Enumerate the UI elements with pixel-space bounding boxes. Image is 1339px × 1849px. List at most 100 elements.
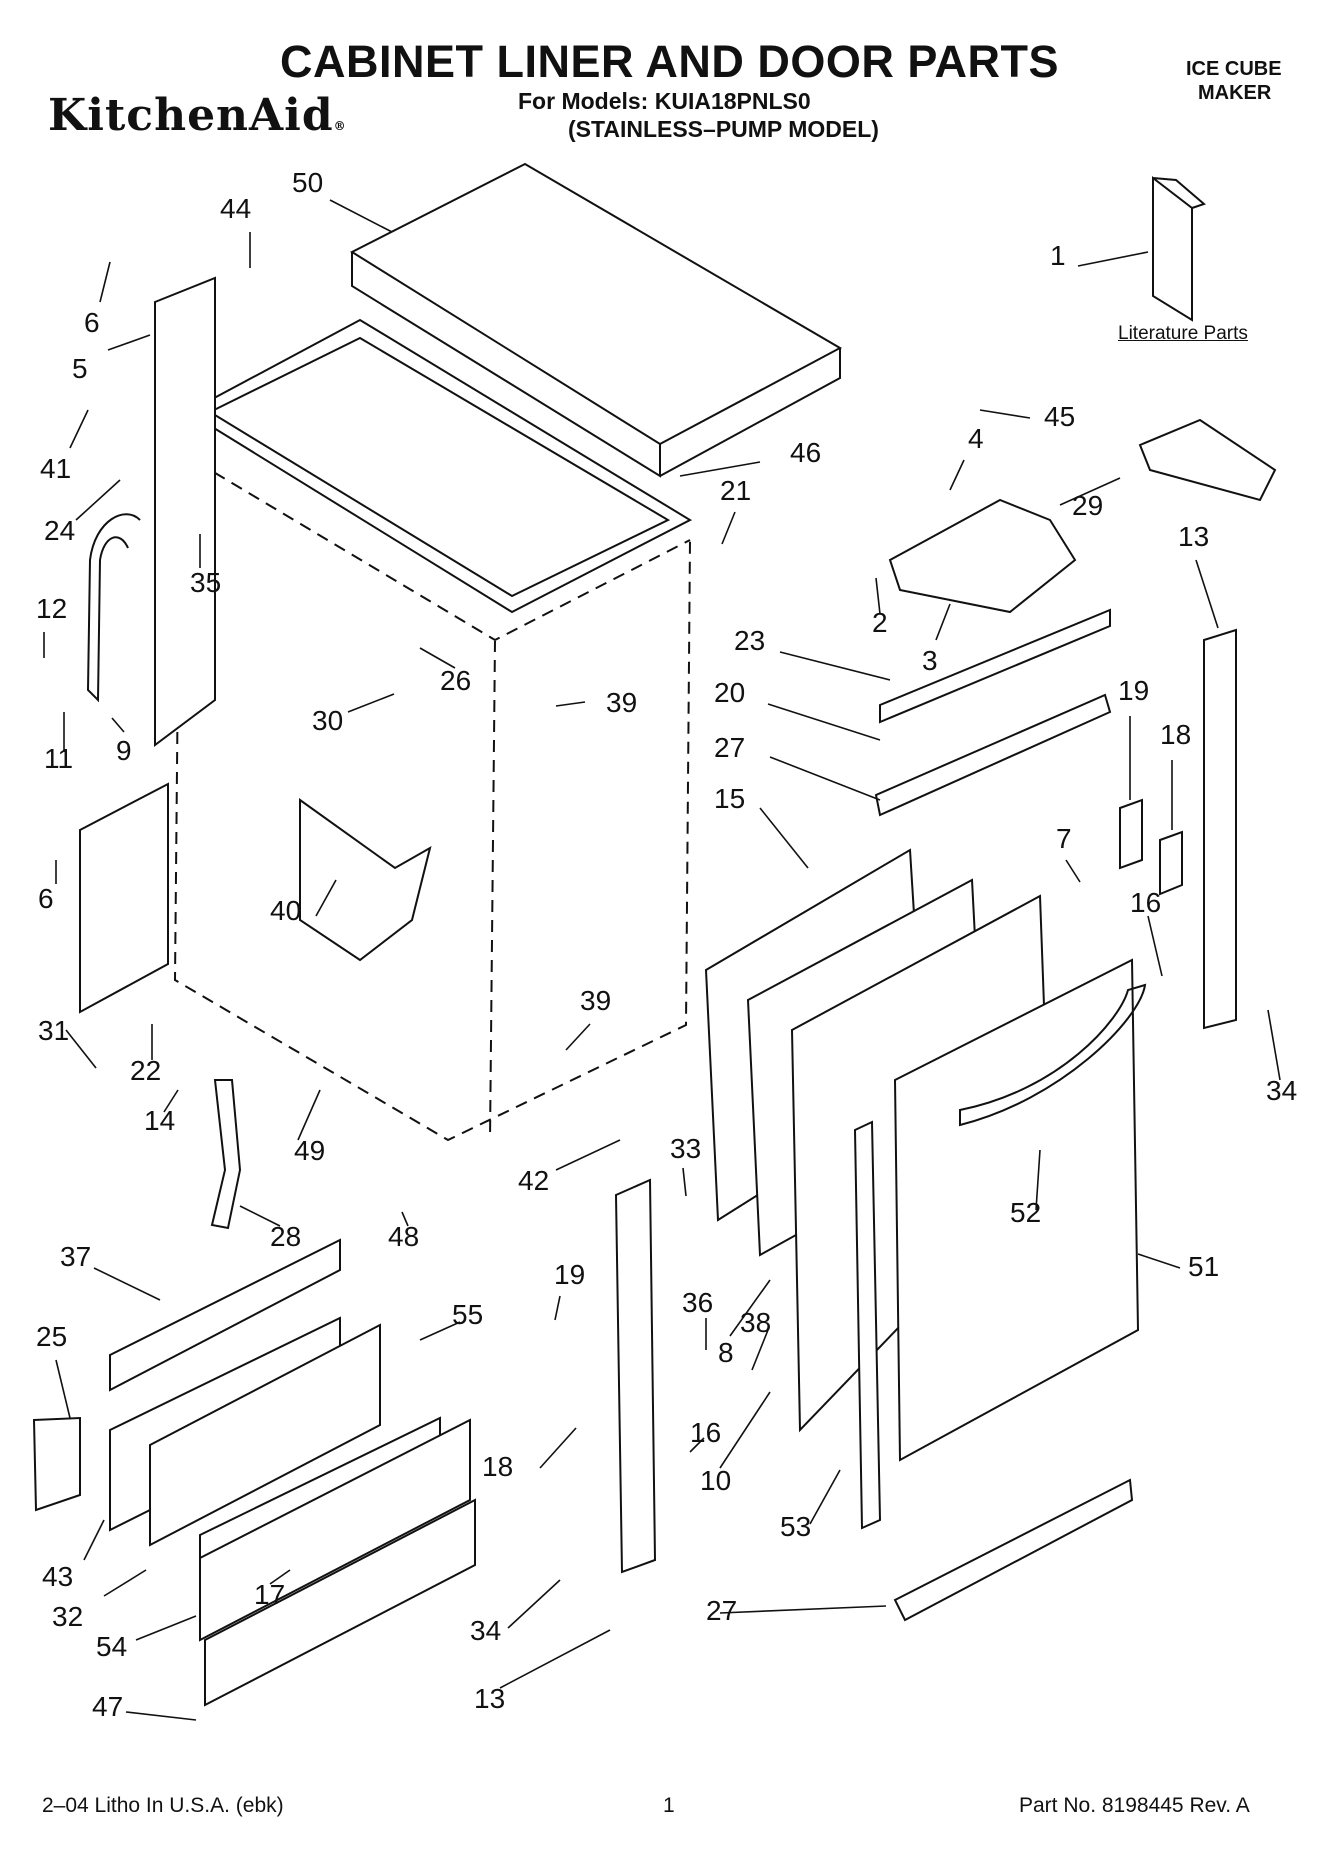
foot-insulation [32, 1416, 81, 1512]
callout-number: 35 [190, 567, 221, 598]
callout-number: 27 [714, 732, 745, 763]
leader-line [689, 1437, 705, 1453]
callout-number: 10 [700, 1465, 731, 1496]
door-panel [893, 958, 1140, 1462]
leader-line [729, 1279, 771, 1337]
callout-number: 24 [44, 515, 75, 546]
leader-line [419, 1321, 461, 1341]
page-number: 1 [663, 1794, 675, 1817]
callout-number: 32 [52, 1601, 83, 1632]
drain-trough [299, 798, 432, 962]
leader-line [419, 647, 456, 669]
callout-number: 33 [670, 1133, 701, 1164]
ice-deflector [888, 498, 1077, 614]
product-type-line1: ICE CUBE [1186, 58, 1282, 80]
product-type-line2: MAKER [1198, 82, 1272, 104]
callout-number: 13 [1178, 521, 1209, 552]
hose [210, 1079, 242, 1230]
callout-number: 18 [482, 1451, 513, 1482]
brand-name: KitchenAid [48, 90, 334, 141]
leader-line [239, 1205, 281, 1227]
leader-line [297, 1089, 321, 1141]
cabinet-top-frame [185, 318, 693, 614]
leader-line [779, 651, 891, 681]
leader-line [719, 1391, 771, 1469]
hinge-channel-left [614, 1178, 657, 1574]
leader-line [1059, 477, 1121, 506]
callout-number: 54 [96, 1631, 127, 1662]
callout-number: 27 [706, 1595, 737, 1626]
rear-panel [154, 276, 216, 747]
brand-logo: KitchenAid® [48, 90, 347, 141]
callout-number: 37 [60, 1241, 91, 1272]
grille [204, 1498, 476, 1707]
callout-number: 31 [38, 1015, 69, 1046]
leader-line [719, 1605, 887, 1614]
leader-line [1065, 859, 1081, 883]
toe-kick-bracket [109, 1238, 341, 1392]
leader-line [1147, 915, 1163, 977]
callout-number: 17 [254, 1579, 285, 1610]
literature-parts-label: Literature Parts [1118, 323, 1248, 344]
callout-number: 11 [44, 743, 73, 774]
door-bracket-bottom [893, 1478, 1134, 1622]
callout-number: 30 [312, 705, 343, 736]
leader-line [269, 1569, 291, 1585]
leader-line [55, 1359, 71, 1419]
leader-line [163, 1089, 179, 1113]
leader-line [539, 1427, 577, 1469]
callout-number: 19 [554, 1259, 585, 1290]
callout-number: 43 [42, 1561, 73, 1592]
callout-number: 23 [734, 625, 765, 656]
leader-line [555, 1139, 621, 1171]
callout-number: 9 [116, 735, 132, 766]
leader-line [935, 603, 951, 641]
leader-line [751, 1329, 769, 1371]
lower-back-panel [79, 782, 169, 1014]
hinge-plate-upper [1119, 798, 1143, 870]
leader-line [507, 1579, 561, 1629]
callout-number: 34 [470, 1615, 501, 1646]
callout-number: 22 [130, 1055, 161, 1086]
callout-number: 21 [720, 475, 751, 506]
callout-number: 5 [72, 353, 88, 384]
leader-line [949, 459, 965, 491]
leader-line [875, 577, 881, 615]
print-info: 2–04 Litho In U.S.A. (ebk) [42, 1794, 284, 1817]
leader-line [315, 879, 337, 917]
brand-registered-mark: ® [333, 119, 347, 133]
callout-number: 25 [36, 1321, 67, 1352]
callout-number: 53 [780, 1511, 811, 1542]
hinge-bracket-upper [1159, 830, 1183, 896]
callout-number: 50 [292, 167, 323, 198]
leader-line [1035, 1149, 1041, 1211]
callout-number: 52 [1010, 1197, 1041, 1228]
hinge-channel-right [1203, 628, 1237, 1030]
leader-line [767, 703, 881, 741]
callout-number: 6 [38, 883, 54, 914]
callout-number: 16 [690, 1417, 721, 1448]
leader-line [679, 461, 761, 477]
leader-line [565, 1023, 591, 1051]
callout-number: 7 [1056, 823, 1072, 854]
callout-number: 29 [1072, 490, 1103, 521]
callout-number: 42 [518, 1165, 549, 1196]
callout-number: 6 [84, 307, 100, 338]
leader-line [135, 1615, 197, 1641]
callout-number: 49 [294, 1135, 325, 1166]
callout-number: 34 [1266, 1075, 1297, 1106]
callout-number: 45 [1044, 401, 1075, 432]
grille-cover [199, 1418, 471, 1642]
leader-line [809, 1469, 841, 1525]
callout-number: 41 [40, 453, 71, 484]
literature-booklet [1152, 175, 1206, 322]
callout-number: 12 [36, 593, 67, 624]
callout-number: 8 [718, 1337, 734, 1368]
callout-number: 18 [1160, 719, 1191, 750]
leader-line [347, 693, 395, 713]
door-trim [853, 1120, 882, 1530]
leader-line [682, 1167, 687, 1197]
callout-number: 26 [440, 665, 471, 696]
